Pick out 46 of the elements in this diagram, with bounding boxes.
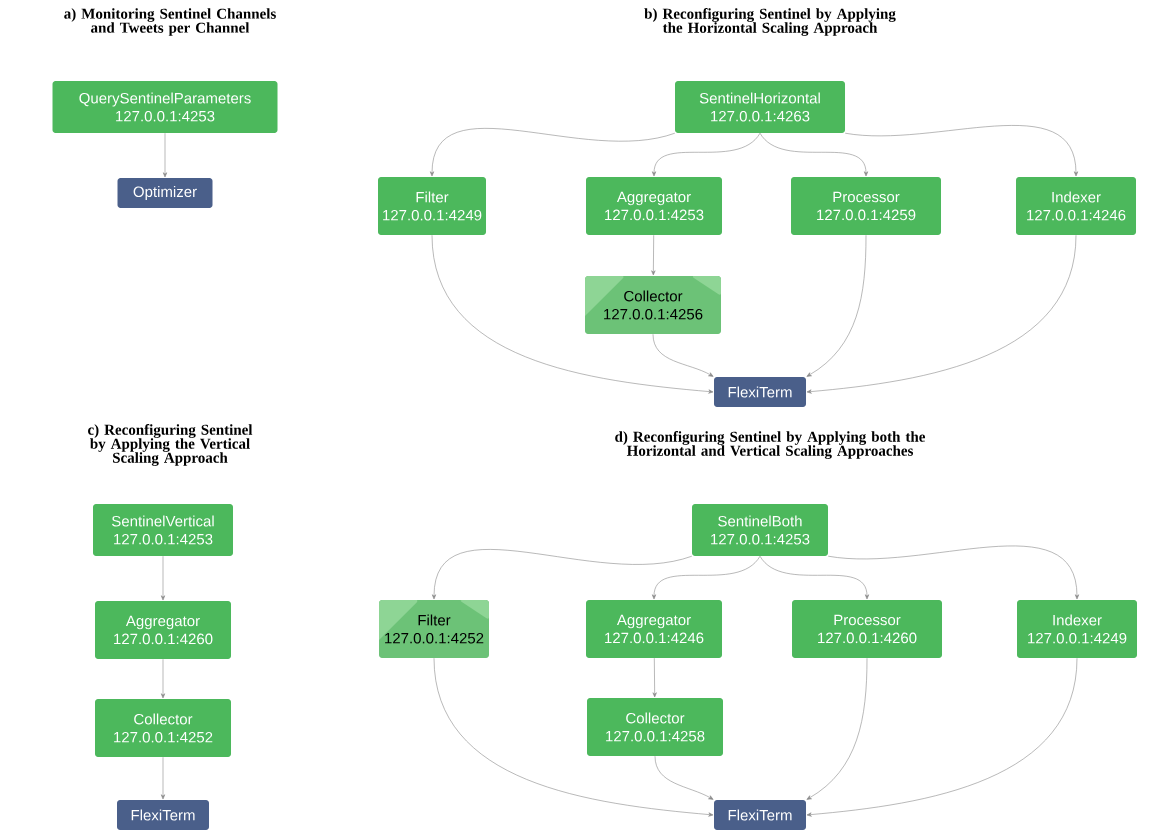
arrow xyxy=(652,657,657,698)
arrow xyxy=(433,657,714,817)
arrow xyxy=(429,128,676,177)
sink-box: FlexiTerm xyxy=(714,377,806,407)
arrow xyxy=(160,658,166,699)
arrow xyxy=(160,555,166,601)
arrow xyxy=(806,234,1077,394)
arrow xyxy=(827,545,1080,600)
service-box: SentinelHorizontal 127.0.0.1:4263 xyxy=(675,81,845,133)
panel-title: a) Monitoring Sentinel Channels and Tweets per Channel xyxy=(64,8,276,36)
arrow xyxy=(431,234,714,394)
arrow xyxy=(431,549,693,600)
arrow xyxy=(162,132,168,178)
service-box: Aggregator 127.0.0.1:4260 xyxy=(95,601,231,659)
sink-box: Optimizer xyxy=(117,178,213,208)
arrow xyxy=(651,132,761,177)
service-box: Processor 127.0.0.1:4260 xyxy=(792,600,942,658)
service-box: Processor 127.0.0.1:4259 xyxy=(791,177,941,235)
arrow xyxy=(654,755,714,800)
panel-title: d) Reconfiguring Sentinel by Applying both the Horizontal and Vertical Scaling Approaches xyxy=(615,431,926,459)
service-box: Indexer 127.0.0.1:4246 xyxy=(1016,177,1136,235)
service-box: Filter 127.0.0.1:4249 xyxy=(378,177,486,235)
service-box: Indexer 127.0.0.1:4249 xyxy=(1017,600,1137,658)
service-box: Aggregator 127.0.0.1:4246 xyxy=(586,600,722,658)
arrow xyxy=(652,333,714,377)
arrow xyxy=(759,132,869,177)
arrow xyxy=(806,657,1078,817)
service-box: QuerySentinelParameters 127.0.0.1:4253 xyxy=(52,81,278,133)
service-box: SentinelVertical 127.0.0.1:4253 xyxy=(93,504,233,556)
service-box: SentinelBoth 127.0.0.1:4253 xyxy=(692,504,828,556)
arrow xyxy=(651,555,761,600)
arrow xyxy=(759,555,870,600)
sink-box: FlexiTerm xyxy=(714,800,806,830)
highlighted-service-box: Collector 127.0.0.1:4256 xyxy=(585,276,721,334)
arrow xyxy=(160,756,166,800)
arrow xyxy=(806,234,867,377)
arrow xyxy=(651,234,656,276)
highlighted-service-box: Filter 127.0.0.1:4252 xyxy=(379,600,489,658)
panel-title: b) Reconfiguring Sentinel by Applying the Horizontal Scaling Approach xyxy=(644,8,896,36)
sink-box: FlexiTerm xyxy=(117,800,209,830)
panel-title: c) Reconfiguring Sentinel by Applying the Vertical Scaling Approach xyxy=(88,424,253,466)
service-box: Collector 127.0.0.1:4258 xyxy=(587,698,723,756)
arrow xyxy=(844,125,1079,177)
arrow xyxy=(806,657,868,800)
service-box: Collector 127.0.0.1:4252 xyxy=(95,699,231,757)
service-box: Aggregator 127.0.0.1:4253 xyxy=(586,177,722,235)
